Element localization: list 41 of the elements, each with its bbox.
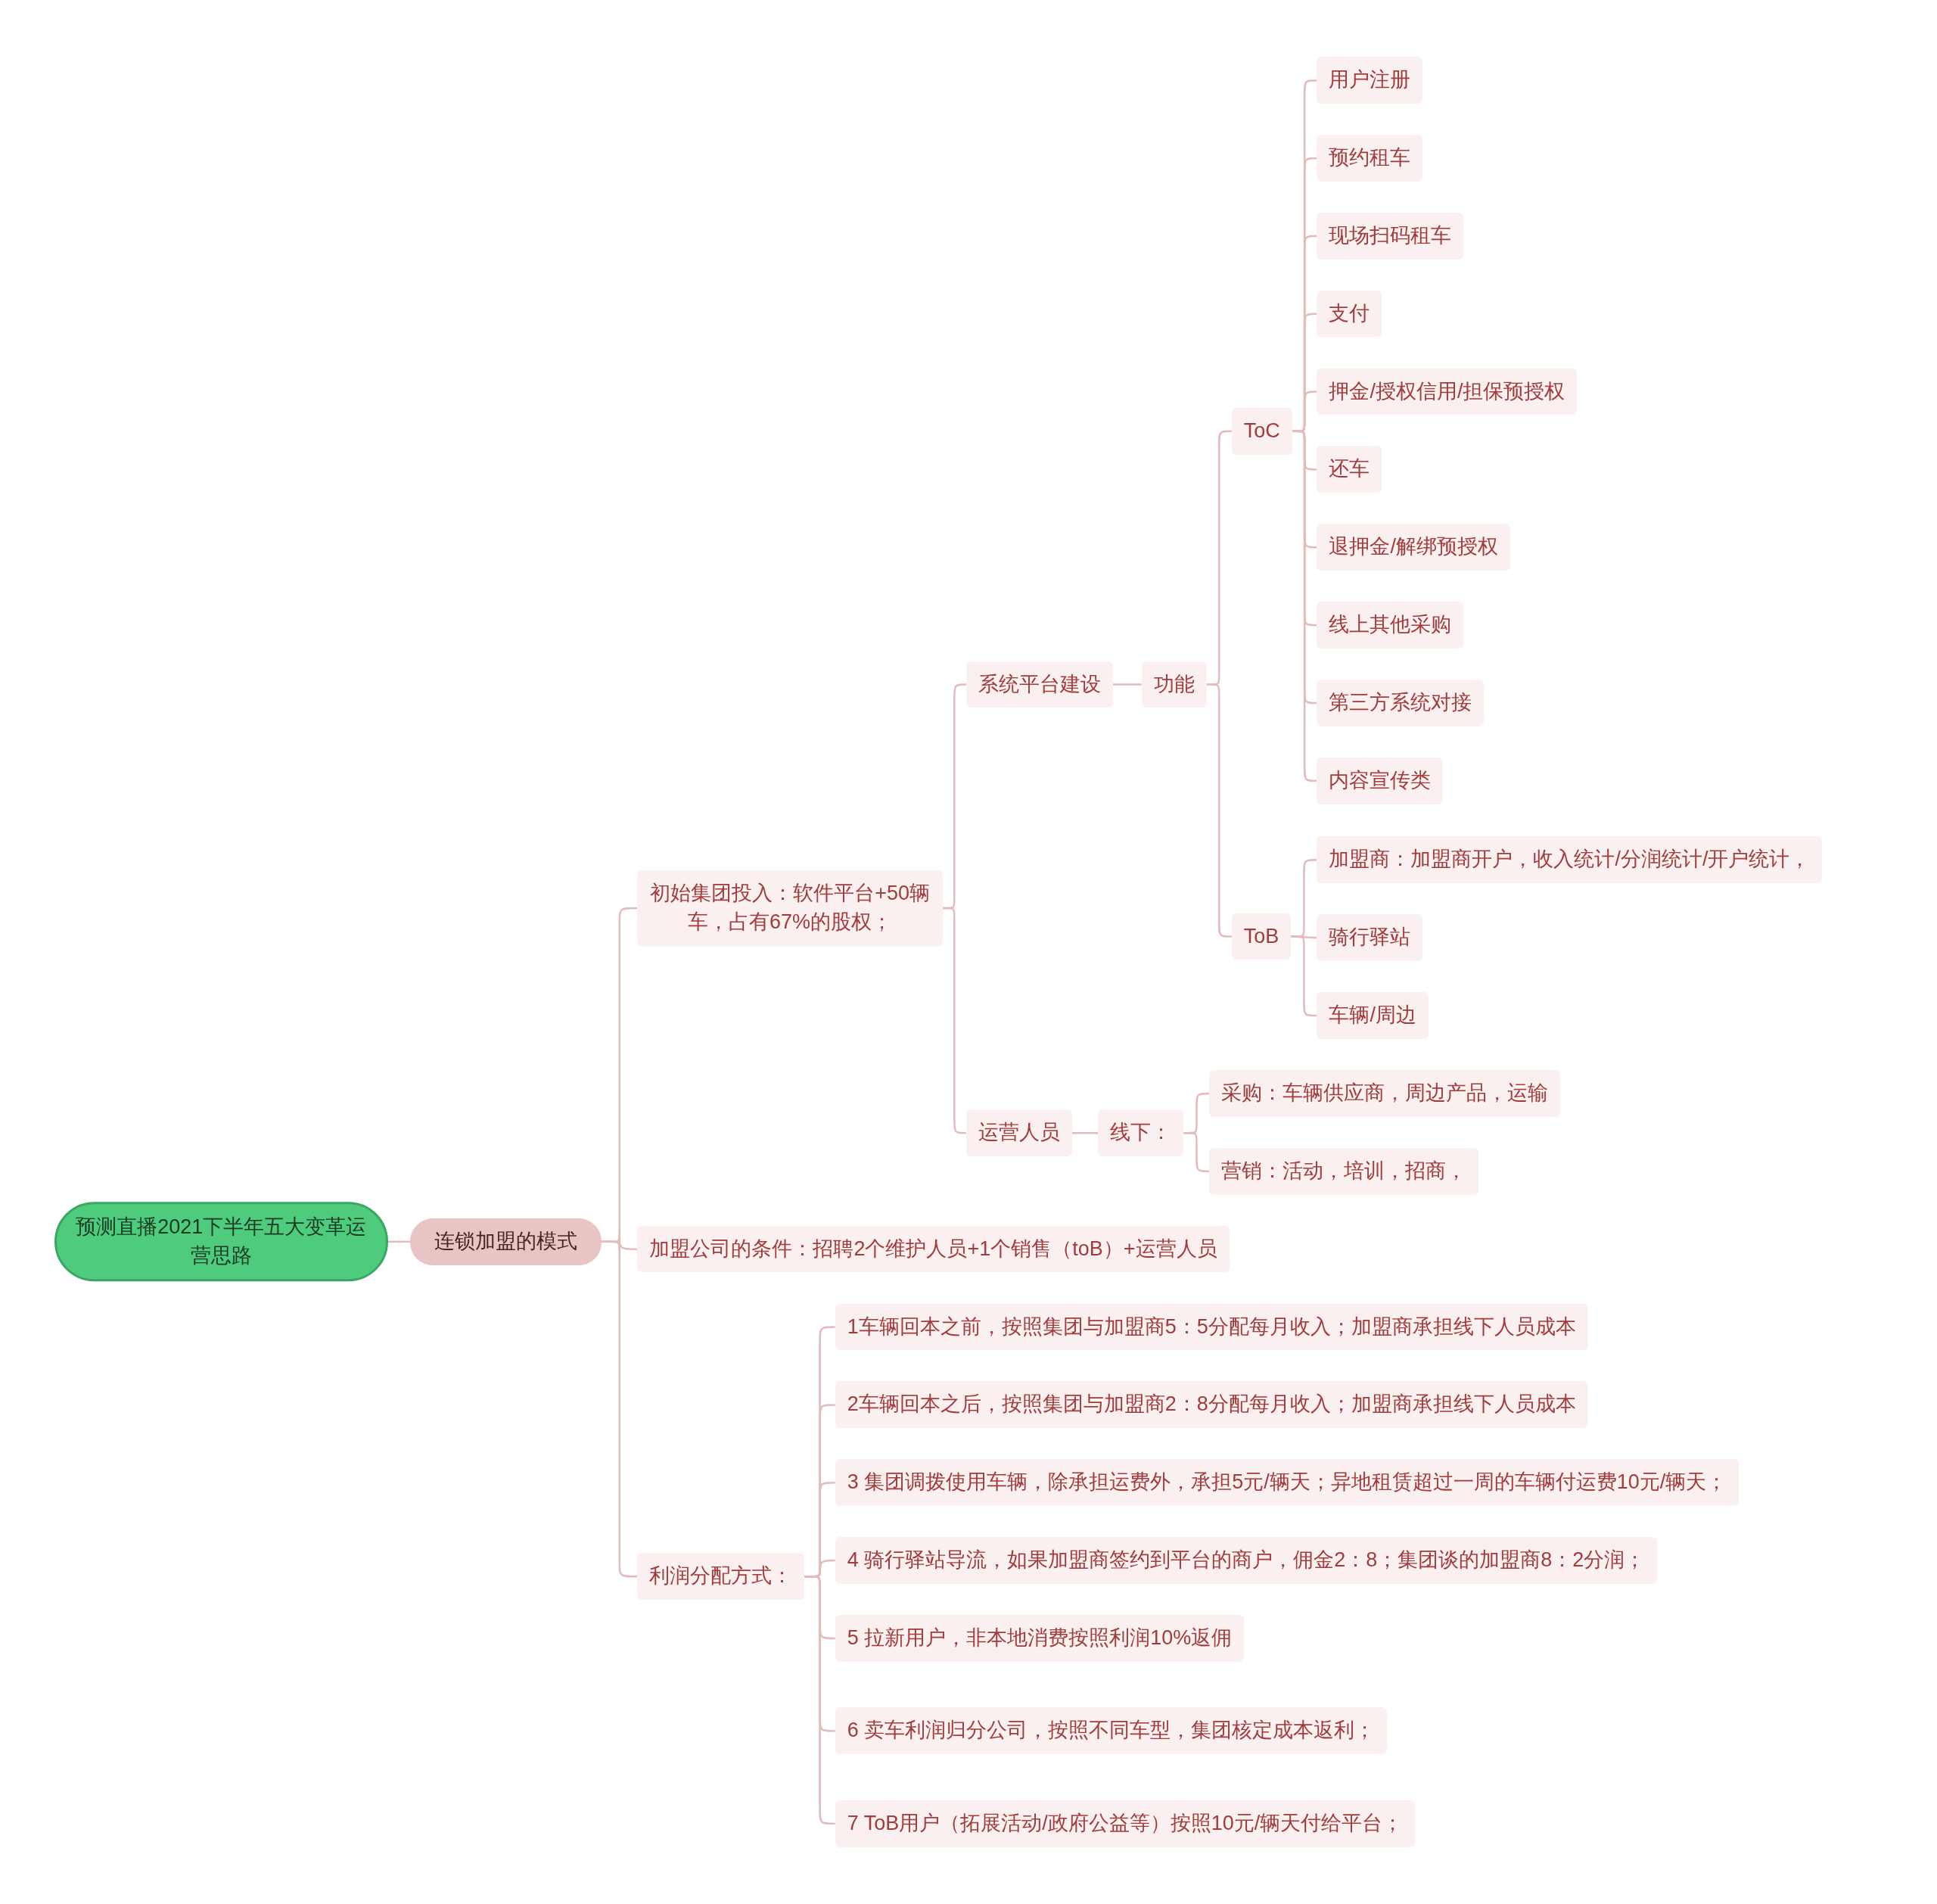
topic-box: 内容宣传类 (1317, 757, 1444, 804)
topic-box: 营销：活动，培训，招商， (1209, 1147, 1479, 1195)
topic-box: 采购：车辆供应商，周边产品，运输 (1209, 1070, 1561, 1117)
main-topic: 连锁加盟的模式 (410, 1218, 602, 1265)
connector-line (387, 1240, 411, 1243)
topic-box: 1车辆回本之前，按照集团与加盟商5：5分配每月收入；加盟商承担线下人员成本 (835, 1303, 1588, 1351)
topic-box: 线下： (1098, 1109, 1184, 1157)
topic-box: 7 ToB用户（拓展活动/政府公益等）按照10元/辆天付给平台； (835, 1800, 1416, 1847)
connector-line (1183, 1131, 1210, 1173)
topic-box: 利润分配方式： (637, 1553, 805, 1601)
topic-box: 线上其他采购 (1317, 602, 1464, 649)
topic-box: ToB (1231, 913, 1292, 960)
topic-box: 6 卖车利润归分公司，按照不同车型，集团核定成本返利； (835, 1707, 1388, 1755)
topic-box: 加盟商：加盟商开户，收入统计/分润统计/开户统计， (1317, 836, 1823, 884)
connector-line (804, 1576, 835, 1825)
connector-line (1112, 683, 1142, 686)
topic-box: 预约租车 (1317, 135, 1423, 182)
topic-box: 车辆/周边 (1317, 992, 1429, 1039)
topic-box: 3 集团调拨使用车辆，除承担运费外，承担5元/辆天；异地租赁超过一周的车辆付运费10元/辆天； (835, 1459, 1740, 1507)
topic-box: 押金/授权信用/担保预授权 (1317, 368, 1578, 415)
topic-box: 支付 (1317, 290, 1382, 338)
connector-line (602, 1240, 638, 1578)
topic-box: 2车辆回本之后，按照集团与加盟商2：8分配每月收入；加盟商承担线下人员成本 (835, 1381, 1588, 1429)
topic-box: 功能 (1141, 661, 1207, 708)
topic-box: ToC (1231, 407, 1292, 455)
topic-box: 用户注册 (1317, 57, 1423, 104)
topic-box: 运营人员 (965, 1109, 1072, 1157)
connector-line (942, 907, 966, 1134)
topic-box: 还车 (1317, 446, 1382, 493)
topic-box: 第三方系统对接 (1317, 680, 1485, 726)
topic-box: 初始集团投入：软件平台+50辆车，占有67%的股权； (637, 870, 943, 946)
root-topic: 预测直播2021下半年五大变革运营思路 (54, 1202, 388, 1282)
topic-box: 加盟公司的条件：招聘2个维护人员+1个销售（toB）+运营人员 (637, 1225, 1230, 1273)
topic-box: 系统平台建设 (965, 661, 1113, 708)
connector-line (1071, 1131, 1099, 1134)
topic-box: 退押金/解绑预授权 (1317, 524, 1510, 571)
topic-box: 骑行驿站 (1317, 914, 1423, 962)
topic-box: 4 骑行驿站导流，如果加盟商签约到平台的商户，佣金2：8；集团谈的加盟商8：2分润； (835, 1537, 1658, 1584)
topic-box: 现场扫码租车 (1317, 212, 1464, 260)
connector-line (1206, 683, 1232, 938)
topic-box: 5 拉新用户，非本地消费按照利润10%返佣 (835, 1615, 1245, 1662)
